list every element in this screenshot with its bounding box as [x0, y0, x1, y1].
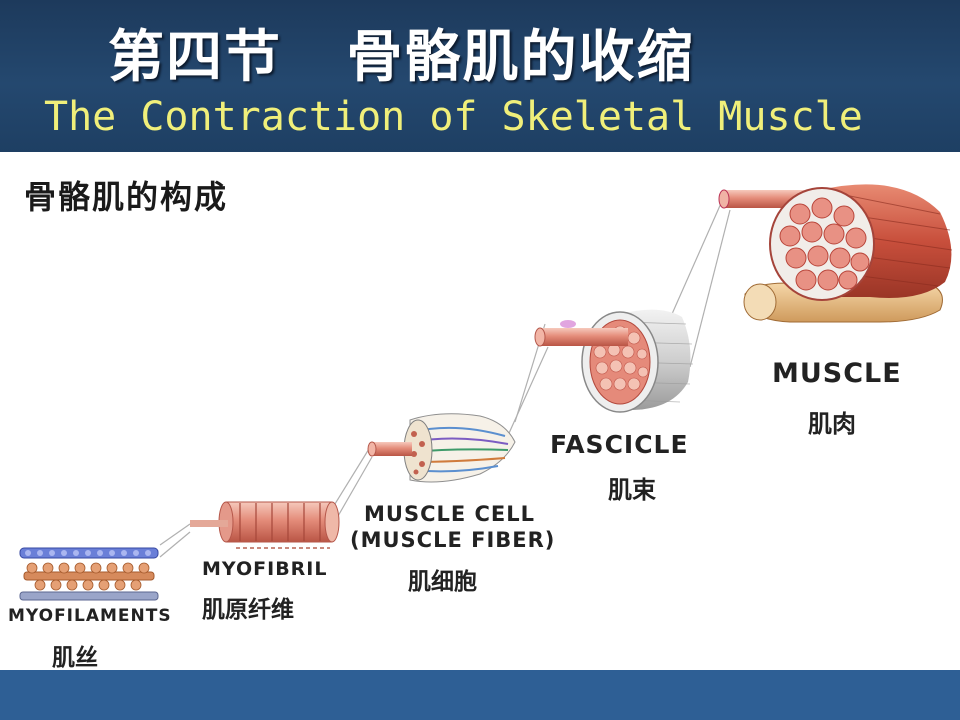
myofibril-label-cn: 肌原纤维: [202, 597, 294, 623]
slide-header: 第四节 骨骼肌的收缩 The Contraction of Skeletal M…: [0, 0, 960, 152]
slide-title-chinese: 第四节 骨骼肌的收缩: [108, 25, 695, 90]
slide-title-english: The Contraction of Skeletal Muscle: [44, 94, 863, 140]
muscle-fiber-label-en: (MUSCLE FIBER): [350, 528, 556, 552]
fascicle-label-cn: 肌束: [608, 476, 656, 504]
muscle-cell-label-cn: 肌细胞: [408, 569, 477, 595]
myofibril-label-en: MYOFIBRIL: [202, 558, 328, 580]
muscle-cell-icon: [367, 413, 516, 483]
muscle-structure-diagram: [19, 184, 953, 601]
fascicle-icon: [534, 309, 694, 413]
muscle-icon: [718, 184, 953, 323]
muscle-label-en: MUSCLE: [772, 358, 902, 389]
muscle-label-cn: 肌肉: [808, 410, 856, 438]
myofilaments-label-cn: 肌丝: [52, 645, 98, 671]
section-title: 骨骼肌的构成: [24, 178, 229, 216]
fascicle-label-en: FASCICLE: [550, 430, 689, 459]
muscle-cell-label-en: MUSCLE CELL: [364, 502, 536, 526]
myofibril-icon: [190, 501, 340, 549]
slide-content: 骨骼肌的构成 MUSCLE 肌肉 FASCICLE 肌束 MUSCLE CELL…: [0, 152, 960, 671]
myofilaments-icon: [19, 547, 159, 601]
slide-footer-bar: [0, 670, 960, 720]
myofilaments-label-en: MYOFILAMENTS: [8, 606, 172, 626]
